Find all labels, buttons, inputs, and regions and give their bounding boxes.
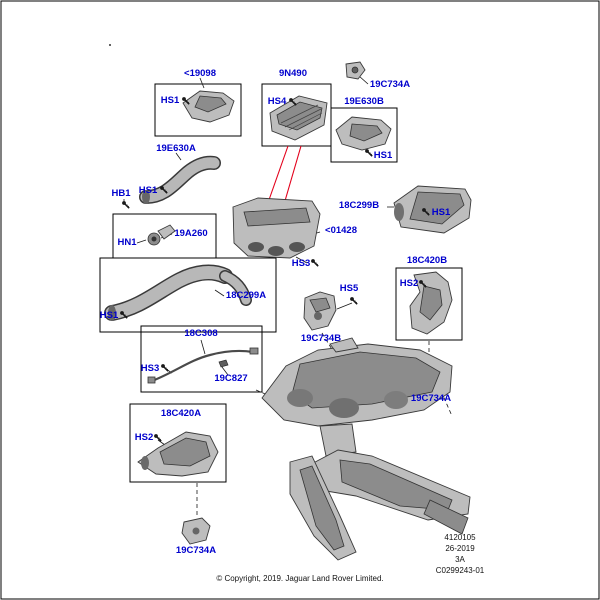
doc-sheet: 3A (455, 555, 465, 564)
leader-line (214, 289, 225, 297)
fastener-label-hs2-1[interactable]: HS2 (400, 278, 418, 289)
part-sketch-19c734a-bottom (181, 517, 211, 545)
part-group-box-18c308 (140, 325, 263, 393)
part-group-box-18c299a (99, 257, 277, 333)
leader-line (358, 75, 369, 85)
leader-line (199, 77, 205, 89)
part-sketch-19c734b (303, 291, 337, 331)
leader-line (295, 256, 308, 264)
doc-date: 26-2019 (445, 544, 475, 553)
part-sketch-18c299a (104, 264, 252, 321)
screw-icon (310, 258, 319, 267)
fastener-label-hs4[interactable]: HS4 (268, 96, 287, 107)
part-label-01428[interactable]: <01428 (325, 225, 357, 236)
part-sketch-main-assembly (261, 337, 471, 561)
part-label-9n490[interactable]: 9N490 (279, 68, 307, 79)
dashed-line (255, 389, 278, 400)
part-label-18c420a[interactable]: 18C420A (161, 408, 201, 419)
part-group-box-19e630b (330, 107, 398, 163)
part-sketch-01428 (232, 197, 321, 259)
part-sketch-19098 (182, 90, 235, 123)
fastener-label-hs1-2[interactable]: HS1 (374, 150, 393, 161)
part-sketch-19e630b (335, 116, 392, 151)
part-label-19c734a-top[interactable]: 19C734A (370, 79, 410, 90)
part-sketch-19a260-grommet (147, 224, 176, 246)
part-label-18c299b[interactable]: 18C299B (339, 200, 379, 211)
screw-icon (160, 363, 169, 372)
stray-mark (109, 44, 111, 46)
part-label-19098[interactable]: <19098 (184, 68, 216, 79)
fastener-label-hs1-1[interactable]: HS1 (161, 95, 180, 106)
doc-number: 4120105 (444, 533, 476, 542)
part-group-box-18c420b (395, 267, 463, 341)
part-sketch-18c299b (393, 185, 472, 234)
leader-line (336, 302, 353, 310)
fastener-label-hs3-2[interactable]: HS3 (141, 363, 159, 374)
part-label-19c827[interactable]: 19C827 (214, 373, 247, 384)
leader-line (136, 239, 147, 244)
part-sketch-9n490 (269, 95, 328, 141)
part-sketch-18c308 (147, 347, 259, 384)
part-label-18c299a[interactable]: 18C299A (226, 290, 266, 301)
leader-line (221, 366, 229, 376)
bolt-icon (121, 200, 130, 209)
part-sketch-19c734a-top (345, 61, 366, 80)
part-label-18c308[interactable]: 18C308 (184, 328, 217, 339)
dashed-line (440, 390, 453, 417)
fastener-label-hn1[interactable]: HN1 (117, 237, 137, 248)
fastener-label-hs2-2[interactable]: HS2 (135, 432, 153, 443)
part-label-19e630b[interactable]: 19E630B (344, 96, 384, 107)
part-label-19c734a-right[interactable]: 19C734A (411, 393, 451, 404)
part-group-box-19098 (154, 83, 242, 137)
part-label-19a260[interactable]: 19A260 (174, 228, 207, 239)
fastener-label-hs1-3[interactable]: HS1 (139, 185, 158, 196)
part-sketch-18c420b (409, 271, 453, 335)
part-label-19e630a[interactable]: 19E630A (156, 143, 196, 154)
screw-icon (153, 433, 162, 442)
part-label-19c734b[interactable]: 19C734B (301, 333, 341, 344)
leader-line (175, 152, 182, 161)
part-group-box-18c420a (129, 403, 227, 483)
copyright-text: © Copyright, 2019. Jaguar Land Rover Lim… (216, 574, 383, 583)
fastener-label-hs5[interactable]: HS5 (340, 283, 359, 294)
fastener-label-hs3-1[interactable]: HS3 (292, 258, 310, 269)
part-sketch-19e630a (139, 155, 221, 204)
fastener-label-hs1-4[interactable]: HS1 (432, 207, 451, 218)
fastener-label-hs1-5[interactable]: HS1 (100, 310, 119, 321)
part-label-18c420b[interactable]: 18C420B (407, 255, 447, 266)
part-sketch-18c420a (137, 431, 219, 477)
fastener-label-hb1[interactable]: HB1 (111, 188, 131, 199)
part-label-19c734a-bottom[interactable]: 19C734A (176, 545, 216, 556)
doc-drawing-number: C0299243-01 (436, 566, 485, 575)
screw-icon (364, 148, 373, 157)
leader-line (200, 339, 206, 355)
